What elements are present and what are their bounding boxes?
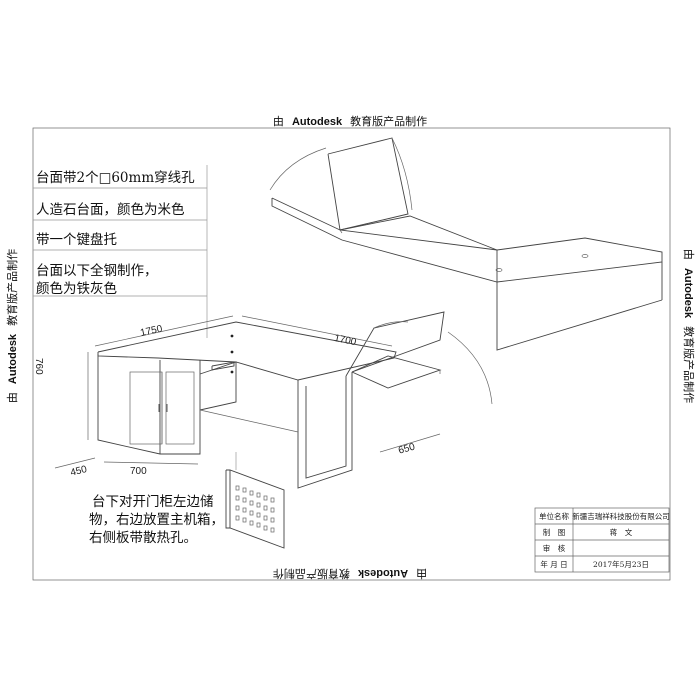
tb-label-company: 单位名称 — [539, 511, 569, 521]
note-cabinet-line1: 台下对开门柜左边储 — [92, 494, 214, 510]
tb-value-drawn: 蒋 文 — [610, 527, 633, 537]
dim-450: 450 — [69, 464, 88, 479]
perspective-desk-view — [269, 137, 663, 351]
dim-760: 760 — [33, 358, 44, 375]
watermark-top: 由 Autodesk 教育版产品制作 — [273, 110, 427, 129]
main-desk-view — [97, 311, 493, 549]
note-cabinet-line2: 物，右边放置主机箱， — [89, 512, 224, 528]
dimension-lines — [54, 315, 441, 469]
dim-700: 700 — [130, 466, 147, 477]
tb-label-date: 年 月 日 — [540, 559, 567, 569]
dim-650: 650 — [397, 441, 416, 456]
title-block — [534, 507, 670, 573]
watermark-bottom: 由 Autodesk 教育版产品制作 — [273, 566, 427, 585]
note-cabinet-line3: 右侧板带散热孔。 — [89, 530, 197, 546]
tb-value-date: 2017年5月23日 — [593, 559, 649, 569]
note-stone-top: 人造石台面，颜色为米色 — [36, 201, 185, 218]
note-iron-gray: 颜色为铁灰色 — [36, 280, 117, 297]
dim-1750: 1750 — [139, 323, 163, 338]
tb-label-review: 审 核 — [543, 543, 566, 553]
note-leaders — [33, 165, 208, 338]
watermark-left: 由 Autodesk 教育版产品制作 — [1, 249, 20, 403]
note-keyboard-tray: 带一个键盘托 — [36, 231, 117, 248]
drawing-frame — [32, 127, 671, 581]
dim-1700: 1700 — [333, 333, 357, 348]
tb-label-drawn: 制 图 — [543, 527, 566, 537]
note-steel-body: 台面以下全钢制作， — [36, 262, 158, 279]
tb-value-company: 新疆吉瑞祥科技股份有限公司 — [572, 511, 670, 521]
watermark-right: 由 Autodesk 教育版产品制作 — [681, 249, 700, 403]
note-cable-holes: 台面带2个□60mm穿线孔 — [36, 170, 195, 186]
